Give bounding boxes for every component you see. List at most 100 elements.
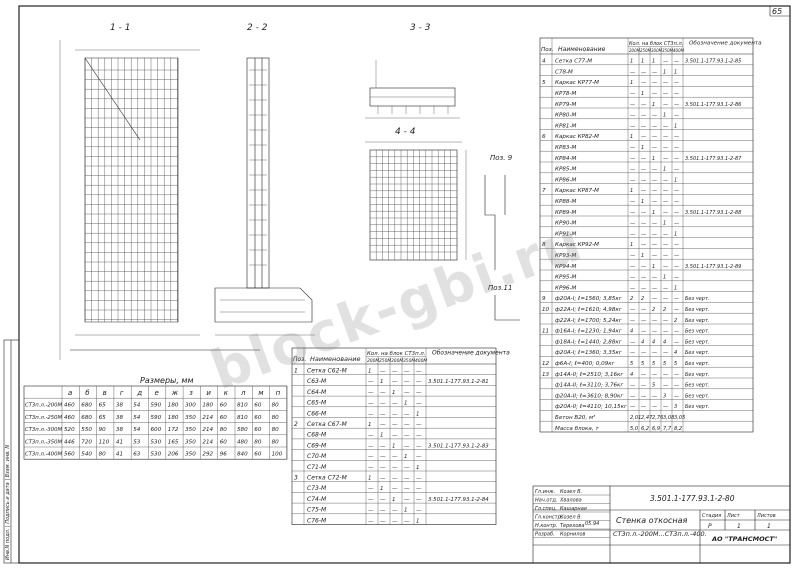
dims-row-mark: СТ3п.л.-300М [25, 427, 63, 433]
right-qty-col: 250М [640, 48, 652, 53]
right-row-name: КР93-М [555, 253, 576, 259]
mid-row-qty: 1 [380, 433, 384, 439]
stamp-name: Терехова [560, 523, 584, 529]
section-4-4-drawing [365, 141, 467, 261]
right-row-qty: — [663, 404, 668, 410]
right-row-qty: — [630, 156, 635, 162]
right-row-qty: 6,9 [652, 426, 660, 432]
bar-details [484, 175, 520, 321]
dims-cell: 446 [64, 439, 75, 445]
stage-value: Р [708, 523, 712, 530]
dims-cell: 96 [220, 452, 228, 458]
doc-title-line2: СТ3п.л.-200М...СТ3п.л.-400. [613, 530, 707, 538]
right-row-qty: — [641, 383, 646, 389]
right-row-name: КР85-М [555, 167, 576, 173]
dims-cell: 90 [99, 427, 107, 433]
right-row-qty: — [630, 231, 635, 237]
dims-cell: 300 [185, 403, 196, 409]
right-row-qty: — [663, 329, 668, 335]
right-row-doc: 3.501.1-177.93.1-2-89 [685, 264, 741, 270]
right-row-qty: 2 [674, 318, 677, 324]
mid-row-qty: — [404, 497, 410, 503]
right-row-qty: — [652, 134, 657, 140]
right-row-qty: — [641, 393, 646, 399]
right-row-qty: — [641, 80, 646, 86]
right-row-qty: 1 [652, 264, 655, 270]
right-row-qty: — [630, 145, 635, 151]
dims-cell: 63 [133, 452, 141, 458]
dims-cell: 100 [272, 452, 283, 458]
right-row-qty: — [630, 307, 635, 313]
right-row-qty: — [630, 199, 635, 205]
right-row-name: Каркас КР92-М [555, 242, 599, 248]
right-row-qty: — [674, 59, 679, 65]
right-row-qty: — [641, 231, 646, 237]
right-row-qty: 1 [641, 91, 644, 97]
dims-cell: 60 [220, 439, 228, 445]
right-row-qty: — [674, 221, 679, 227]
mid-row-name: С71-М [307, 464, 327, 471]
right-row-qty: — [641, 167, 646, 173]
mid-row-qty: — [380, 411, 386, 417]
dims-cell: 810 [237, 403, 248, 409]
right-qty-col: 400М [673, 48, 685, 53]
mid-row-doc: 3.501.1-177.93.1-2-84 [428, 497, 489, 503]
mid-header-name: Наименование [310, 355, 361, 363]
right-row-name: КР80-М [555, 113, 576, 119]
right-row-qty: — [674, 80, 679, 86]
right-row-qty: — [630, 339, 635, 345]
right-row-qty: — [663, 156, 668, 162]
mid-row-qty: 1 [368, 476, 372, 482]
mid-row-name: С70-М [307, 453, 327, 460]
mid-qty-col: 350М [403, 358, 415, 364]
binding-strip [3, 339, 20, 564]
dims-col-header: з [189, 389, 193, 397]
mid-row-qty: — [380, 369, 386, 375]
right-row-qty: — [674, 383, 679, 389]
mid-row-qty: — [368, 379, 374, 385]
right-row-qty: — [630, 383, 635, 389]
right-row-doc: 3.501.1-177.93.1-2-87 [685, 156, 742, 162]
right-row-qty: — [641, 69, 646, 75]
mid-header-qty: Кол. на блок СТ3п.л. [367, 351, 425, 357]
dims-cell: 65 [99, 415, 107, 421]
section-label-1-1: 1 - 1 [110, 23, 130, 33]
right-row-qty: — [652, 69, 657, 75]
mid-row-qty: — [416, 476, 422, 482]
dims-cell: 590 [151, 415, 162, 421]
mid-row-qty: — [392, 422, 398, 428]
right-row-name: КР91-М [555, 231, 576, 237]
stage-label: Стадия [702, 513, 721, 519]
right-row-qty: 1 [630, 80, 633, 86]
right-row-qty: 1 [674, 123, 677, 129]
right-row-qty: — [674, 188, 679, 194]
right-row-qty: — [663, 188, 668, 194]
right-row-qty: — [663, 372, 668, 378]
dims-cell: 60 [220, 403, 228, 409]
right-row-qty: — [641, 177, 646, 183]
dims-cell: 292 [202, 452, 213, 458]
right-row-name: ф22А-I; ℓ=1610; 4,98кг [555, 306, 622, 313]
right-row-qty: — [663, 231, 668, 237]
right-row-pos: 4 [542, 59, 546, 65]
right-row-qty: — [630, 350, 635, 356]
right-row-qty: 1 [652, 102, 655, 108]
right-row-qty: 1 [630, 134, 633, 140]
mid-row-qty: 1 [404, 508, 408, 514]
right-row-qty: — [663, 350, 668, 356]
mid-row-qty: — [368, 443, 374, 449]
right-row-qty: — [641, 285, 646, 291]
mid-qty-col: 200М [367, 358, 379, 364]
right-row-qty: — [674, 242, 679, 248]
right-row-doc: Без черт. [685, 329, 709, 335]
right-row-qty: 1 [663, 167, 666, 173]
dims-col-header: д [136, 389, 142, 397]
dims-cell: 38 [116, 427, 124, 433]
right-row-qty: — [652, 145, 657, 151]
mid-row-doc: 3.501.1-177.93.1-2-83 [428, 443, 489, 449]
mid-row-qty: — [416, 369, 422, 375]
dims-cell: 180 [168, 403, 179, 409]
right-row-name: ф6А-I; ℓ=400; 0,09кг [555, 360, 615, 367]
